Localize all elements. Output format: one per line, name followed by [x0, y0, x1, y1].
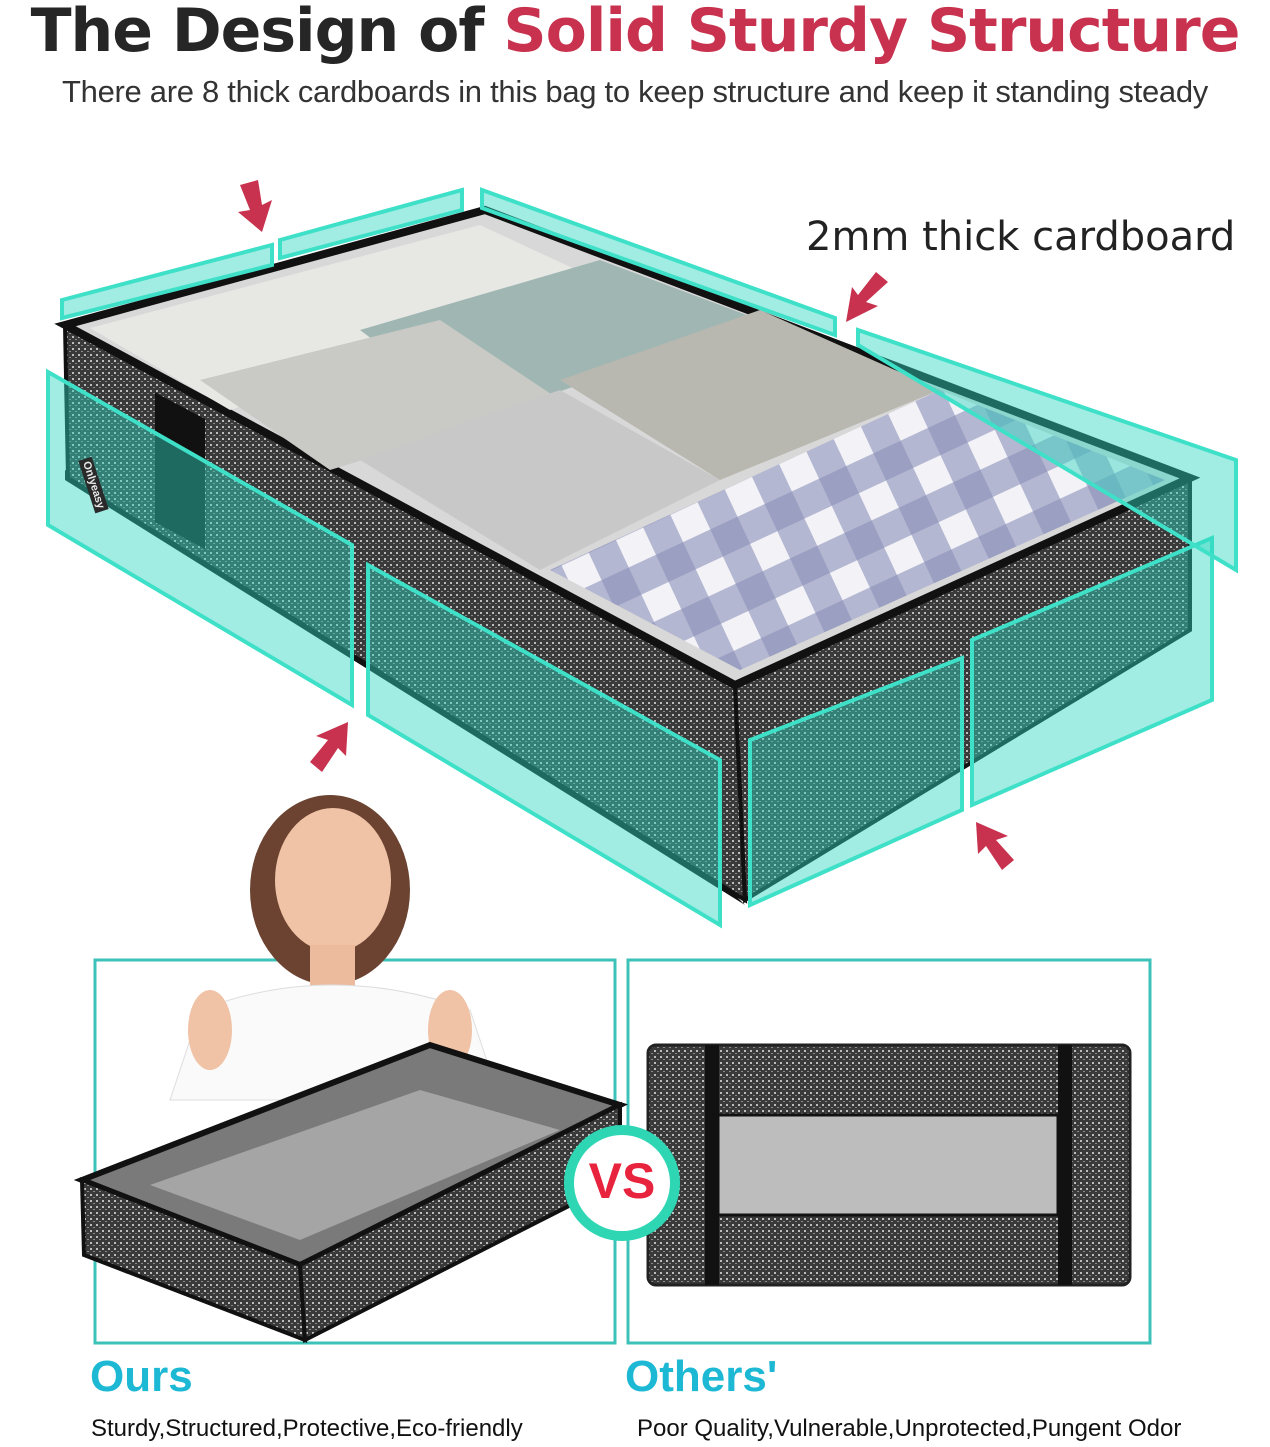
arrow-icon — [310, 722, 348, 772]
cardboard-panel — [60, 242, 274, 321]
ours-bag — [73, 1041, 628, 1344]
page-title: The Design of Solid Sturdy Structure — [0, 0, 1270, 66]
others-title: Others' — [625, 1352, 778, 1401]
ours-title: Ours — [90, 1352, 193, 1401]
vs-label: VS — [588, 1153, 656, 1209]
cardboard-panel — [970, 534, 1214, 809]
others-caption: Poor Quality,Vulnerable,Unprotected,Pung… — [637, 1415, 1182, 1442]
arrow-icon — [238, 180, 272, 232]
cardboard-panel — [856, 327, 1238, 574]
title-prefix: The Design of — [30, 0, 504, 66]
cardboard-panel — [46, 368, 354, 709]
cardboard-panel — [748, 655, 964, 909]
cardboard-callout: 2mm thick cardboard — [806, 214, 1236, 260]
cardboard-panel — [480, 187, 837, 338]
cardboard-panel — [366, 561, 722, 929]
vs-badge — [564, 1125, 680, 1241]
storage-bag — [54, 205, 1201, 905]
cardboard-panel — [278, 187, 464, 261]
cardboard-panels — [46, 187, 1238, 929]
arrow-icon — [976, 822, 1014, 870]
arrow-icon — [846, 272, 888, 322]
others-bag — [646, 1043, 1132, 1287]
subtitle: There are 8 thick cardboards in this bag… — [62, 74, 1208, 109]
arrows — [238, 180, 1014, 870]
title-accent: Solid Sturdy Structure — [503, 0, 1240, 66]
ours-caption: Sturdy,Structured,Protective,Eco-friendl… — [91, 1415, 523, 1442]
